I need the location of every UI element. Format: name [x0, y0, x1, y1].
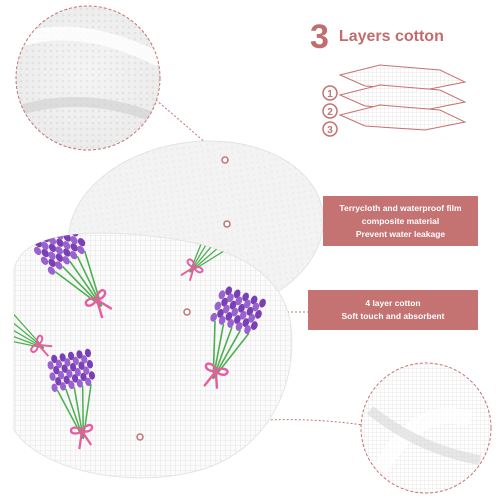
callout-cotton: 4 layer cotton Soft touch and absorbent	[308, 290, 478, 330]
layer-badge-3: 3	[322, 121, 338, 142]
callout-1-line-3: Prevent water leakage	[355, 228, 446, 239]
callout-1-line-1: Terrycloth and waterproof film	[339, 202, 462, 213]
lavender-bouquet	[14, 313, 53, 357]
layer-label-3: 3	[327, 125, 333, 136]
cotton-mesh-closeup	[360, 362, 492, 494]
lavender-bouquet	[203, 286, 266, 389]
layer-diagram	[338, 64, 467, 131]
layer-badge-1: 1	[322, 85, 338, 106]
callout-2-line-1: 4 layer cotton	[365, 298, 421, 308]
callout-1-line-2: composite material	[361, 215, 440, 226]
layer-count: 3	[310, 18, 329, 56]
layer-label-1: 1	[327, 89, 333, 100]
terrycloth-closeup	[15, 5, 161, 151]
callout-waterproof: Terrycloth and waterproof film composite…	[323, 196, 478, 246]
front-layer-lavender-print	[13, 232, 293, 479]
title-text: Layers cotton	[338, 28, 444, 45]
lavender-bouquet	[47, 348, 96, 450]
page-title: 3 Layers cotton	[310, 18, 444, 57]
layer-label-2: 2	[327, 107, 333, 118]
layer-badge-2: 2	[322, 103, 338, 124]
callout-2-line-2: Soft touch and absorbent	[341, 311, 445, 321]
